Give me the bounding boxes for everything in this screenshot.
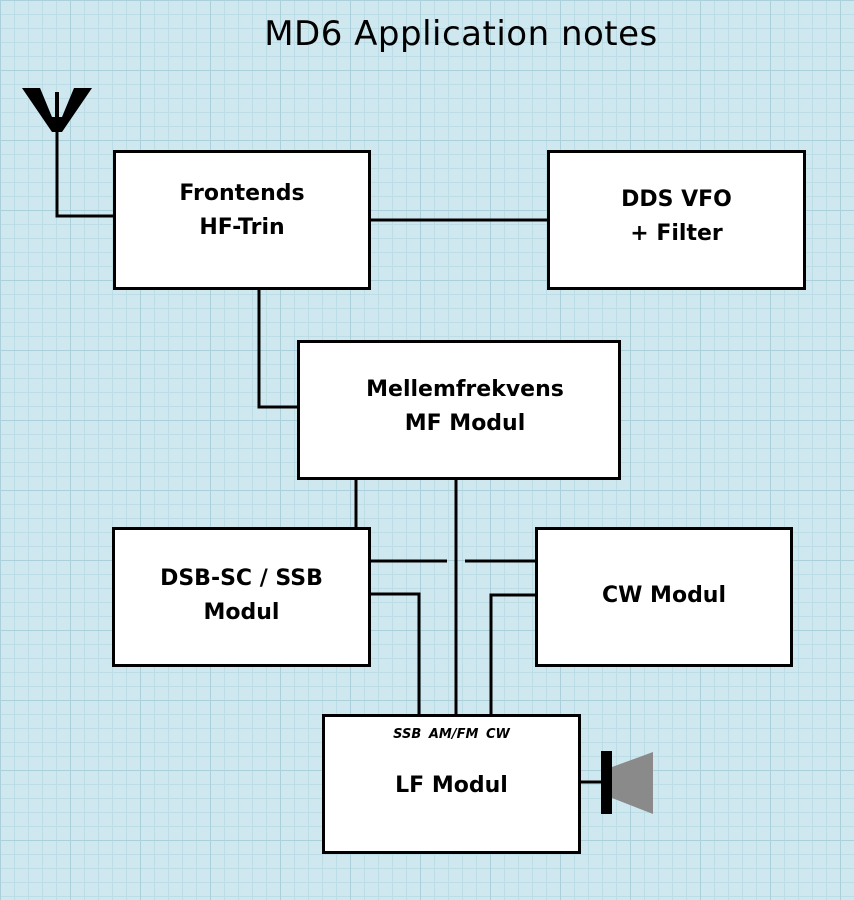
dds-vfo-label-line2: + Filter bbox=[630, 221, 723, 246]
wire-antenna-frontend bbox=[55, 112, 115, 218]
dsb-ssb-label-line2: Modul bbox=[203, 600, 280, 625]
wire-frontend-if bbox=[257, 288, 299, 409]
wire-dsb-lf bbox=[369, 592, 421, 716]
antenna-icon bbox=[22, 88, 92, 132]
dsb-ssb-label-line1: DSB-SC / SSB bbox=[160, 566, 323, 591]
frontend-label-line1: Frontends bbox=[179, 181, 305, 206]
diagram-title: MD6 Application notes bbox=[264, 14, 658, 54]
if-module-label-line2: MF Modul bbox=[404, 411, 526, 436]
cw-label: CW Modul bbox=[538, 579, 790, 613]
dds-vfo-block: DDS VFO + Filter bbox=[547, 150, 806, 290]
lf-module-block: SSB AM/FM CW LF Modul bbox=[322, 714, 581, 854]
wire-cw-lf bbox=[489, 593, 537, 716]
dds-vfo-label-line1: DDS VFO bbox=[621, 187, 732, 212]
dds-vfo-label: DDS VFO + Filter bbox=[550, 183, 803, 251]
lf-module-label-line1: LF Modul bbox=[395, 773, 508, 798]
dsb-ssb-label: DSB-SC / SSB Modul bbox=[115, 562, 368, 630]
cw-block: CW Modul bbox=[535, 527, 793, 667]
frontend-label-line2: HF-Trin bbox=[199, 215, 285, 240]
lf-port-labels: SSB AM/FM CW bbox=[393, 727, 510, 742]
speaker-icon bbox=[579, 751, 653, 814]
if-module-label: Mellemfrekvens MF Modul bbox=[306, 373, 624, 441]
dsb-ssb-block: DSB-SC / SSB Modul bbox=[112, 527, 371, 667]
frontend-block: Frontends HF-Trin bbox=[113, 150, 371, 290]
cw-label-line1: CW Modul bbox=[601, 583, 727, 608]
if-module-block: Mellemfrekvens MF Modul bbox=[297, 340, 621, 480]
frontend-label: Frontends HF-Trin bbox=[116, 177, 368, 245]
if-module-label-line1: Mellemfrekvens bbox=[366, 377, 564, 402]
lf-module-label: LF Modul bbox=[325, 769, 578, 803]
